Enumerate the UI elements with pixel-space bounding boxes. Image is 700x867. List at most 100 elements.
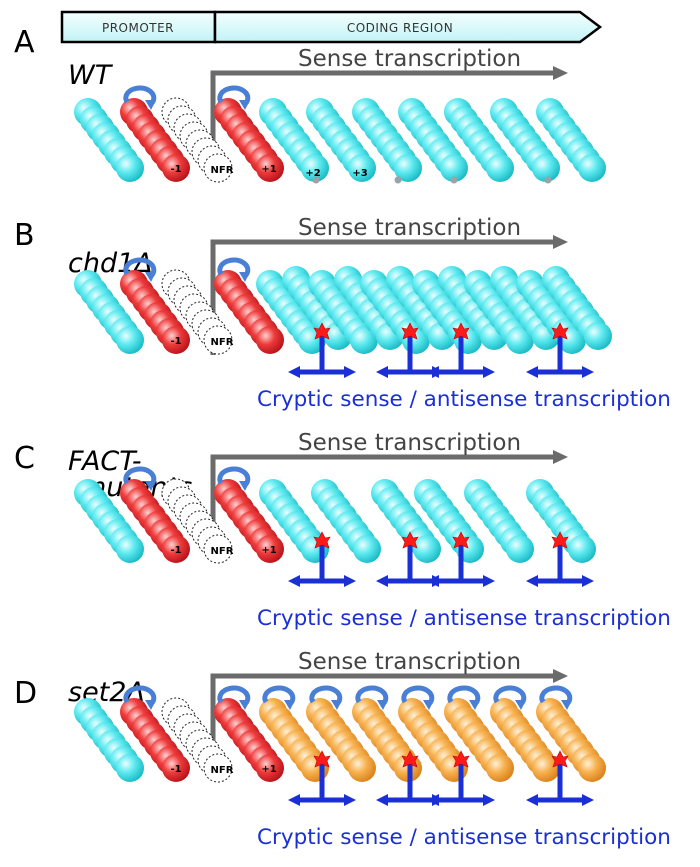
nucleosome-stack-coding: [542, 266, 612, 350]
cryptic-promoter-arrow-icon: [288, 750, 356, 806]
nucleosome-free-region: [161, 697, 233, 783]
nucleosome-stack-coding: [352, 698, 422, 782]
remodeler-arrow-icon: [123, 685, 157, 710]
nucleosome-label-plus2: +2: [305, 168, 320, 179]
nucleosome-label-plus1: +1: [261, 545, 276, 556]
nucleosome-stack-coding: [352, 98, 422, 182]
cryptic-promoter-arrow-icon: [427, 750, 495, 806]
chromatin-fiber: -1 NFR +1: [74, 685, 606, 806]
nucleosome-label-minus1: -1: [170, 336, 181, 347]
nucleosome-free-region: [161, 97, 233, 183]
cryptic-promoter-arrow-icon: [526, 750, 594, 806]
cryptic-transcription-label: Cryptic sense / antisense transcription: [257, 387, 671, 412]
coding-region-arrow: [213, 10, 603, 44]
nucleosome-free-region: [161, 269, 233, 355]
nfr-label: NFR: [211, 765, 234, 776]
nucleosome-stack-coding: [259, 98, 329, 182]
nucleosome-stack-upstream: [74, 479, 144, 563]
remodeler-arrow-icon: [262, 685, 296, 710]
remodeler-arrow-icon: [401, 685, 435, 710]
cryptic-transcription-label: Cryptic sense / antisense transcription: [257, 606, 671, 631]
strain-label: WT: [68, 60, 114, 91]
panel-letter: C: [14, 441, 35, 476]
coding-region-label: CODING REGION: [347, 21, 453, 35]
nucleosome-stack-coding: [306, 98, 376, 182]
panel-letter: A: [14, 25, 35, 60]
nucleosome-stack-coding: [536, 698, 606, 782]
nucleosome-stack-minus1: [120, 479, 190, 563]
panel-c: C FACT- mutants Sense transcription -1NF…: [14, 430, 671, 631]
nucleosome-stack-minus1: [120, 270, 190, 354]
sense-transcription-label: Sense transcription: [298, 430, 521, 456]
remodeler-arrow-icon: [123, 85, 157, 110]
nucleosome-stack-coding: [490, 698, 560, 782]
sense-transcription-label: Sense transcription: [298, 649, 521, 675]
remodeler-arrow-icon: [217, 466, 251, 491]
nucleosome-stack-upstream: [74, 270, 144, 354]
modification-mark-icon: [450, 176, 458, 184]
nucleosome-label-plus1: +1: [261, 164, 276, 175]
nucleosome-stack-upstream: [74, 98, 144, 182]
nucleosome-stack-coding: [490, 98, 560, 182]
remodeler-arrow-icon: [355, 685, 389, 710]
remodeler-arrow-icon: [309, 685, 343, 710]
nucleosome-stack-coding: [311, 479, 381, 563]
nucleosome-stack-minus1: [120, 98, 190, 182]
cryptic-promoter-arrow-icon: [427, 322, 495, 378]
nucleosome-stack-coding: [464, 270, 534, 354]
promoter-box: [60, 10, 217, 44]
modification-mark-icon: [394, 176, 402, 184]
nucleosome-stack-minus1: [120, 698, 190, 782]
modification-mark-icon: [312, 176, 320, 184]
nucleosome-stack-upstream: [74, 698, 144, 782]
remodeler-arrow-icon: [539, 685, 573, 710]
nucleosome-stack-coding: [444, 698, 514, 782]
remodeler-arrow-icon: [447, 685, 481, 710]
nucleosome-stack-plus1: [214, 98, 284, 182]
nucleosome-stack-coding: [414, 479, 484, 563]
chromatin-fiber: -1 NFR: [74, 257, 612, 378]
remodeler-arrow-icon: [217, 257, 251, 282]
nucleosome-free-region: [161, 478, 233, 564]
cryptic-promoter-arrow-icon: [526, 322, 594, 378]
nucleosome-stack-plus1: [214, 698, 284, 782]
promoter-label: PROMOTER: [102, 21, 174, 35]
nucleosome-stack-plus1: [214, 479, 284, 563]
chromatin-fiber: -1 NFR +1: [74, 466, 596, 587]
gene-region-header: PROMOTER CODING REGION: [60, 10, 603, 44]
remodeler-arrow-icon: [123, 257, 157, 282]
nucleosome-stack-coding: [398, 98, 468, 182]
nucleosome-label-minus1: -1: [170, 764, 181, 775]
nucleosome-stack-coding: [398, 698, 468, 782]
modification-mark-icon: [544, 176, 552, 184]
nucleosome-stack-plus1: [214, 270, 284, 354]
nucleosome-stack-coding: [444, 98, 514, 182]
remodeler-arrow-icon: [123, 466, 157, 491]
cryptic-transcription-label: Cryptic sense / antisense transcription: [257, 825, 671, 850]
cryptic-promoter-arrow-icon: [526, 531, 594, 587]
cryptic-promoter-arrow-icon: [288, 322, 356, 378]
nucleosome-label-plus3: +3: [352, 168, 367, 179]
nucleosome-stack-coding: [464, 479, 534, 563]
remodeler-arrow-icon: [217, 85, 251, 110]
sense-transcription-label: Sense transcription: [298, 215, 521, 241]
cryptic-promoter-arrow-icon: [288, 531, 356, 587]
panel-letter: D: [14, 676, 37, 711]
nucleosome-stack-coding: [536, 98, 606, 182]
remodeler-arrow-icon: [493, 685, 527, 710]
nfr-label: NFR: [211, 337, 234, 348]
nucleosome-stack-coding: [259, 479, 329, 563]
cryptic-promoter-arrow-icon: [427, 531, 495, 587]
nucleosome-stack-coding: [306, 698, 376, 782]
nucleosome-label-minus1: -1: [170, 545, 181, 556]
remodeler-arrow-icon: [217, 685, 251, 710]
nucleosome-stack-coding: [526, 479, 596, 563]
sense-transcription-label: Sense transcription: [298, 46, 521, 72]
nfr-label: NFR: [211, 546, 234, 557]
nucleosome-label-plus1: +1: [261, 764, 276, 775]
